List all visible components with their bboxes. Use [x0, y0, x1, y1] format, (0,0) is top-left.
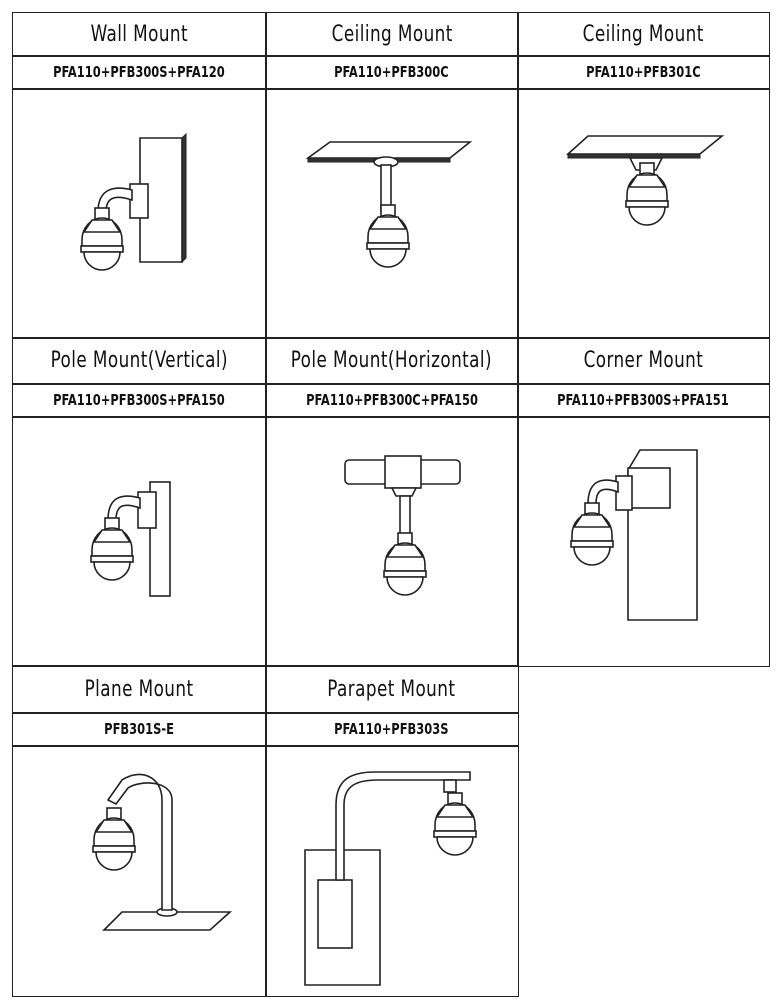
mount-model-cell-text: PFA110+PFB300C — [334, 63, 450, 82]
mount-title-cell-text: Parapet Mount — [327, 676, 456, 702]
mount-model-cell: PFA110+PFB300C — [265, 55, 519, 90]
mount-image-cell — [265, 745, 519, 997]
mount-title-cell: Corner Mount — [517, 337, 770, 385]
mount-image-cell — [12, 745, 267, 997]
mount-title-cell-text: Wall Mount — [90, 21, 188, 47]
corner-mount-illustration — [570, 449, 698, 621]
mount-model-cell-text: PFA110+PFB300S+PFA120 — [53, 63, 226, 82]
mount-model-cell: PFA110+PFB300C+PFA150 — [265, 383, 519, 418]
mount-model-cell-text: PFA110+PFB300S+PFA150 — [53, 391, 226, 410]
parapet-mount-illustration — [304, 771, 477, 986]
mount-model-cell: PFB301S-E — [12, 712, 267, 747]
mount-image-cell — [517, 416, 770, 667]
mount-title-cell-text: Corner Mount — [583, 348, 704, 374]
mount-image-cell — [12, 416, 267, 667]
mount-title-cell-text: Pole Mount(Vertical) — [50, 348, 228, 374]
mount-title-cell: Ceiling Mount — [265, 12, 519, 57]
mount-model-cell-text: PFA110+PFB301C — [585, 63, 701, 82]
mount-image-cell — [517, 88, 770, 339]
ceiling-mount-flush-illustration — [565, 135, 725, 226]
mount-image-cell — [12, 88, 267, 339]
mount-title-cell: Pole Mount(Horizontal) — [265, 337, 519, 385]
mount-title-cell-text: Ceiling Mount — [331, 21, 453, 47]
wall-mount-illustration — [80, 132, 187, 271]
mount-title-cell: Ceiling Mount — [517, 12, 770, 57]
mount-title-cell: Pole Mount(Vertical) — [12, 337, 267, 385]
mount-title-cell: Wall Mount — [12, 12, 267, 57]
plane-mount-illustration — [92, 773, 233, 931]
mount-title-cell-text: Pole Mount(Horizontal) — [291, 348, 493, 374]
mount-image-cell — [265, 416, 519, 667]
pole-mount-vertical-illustration — [90, 481, 171, 597]
mount-model-cell: PFA110+PFB300S+PFA120 — [12, 55, 267, 90]
ceiling-mount-pendant-illustration — [305, 141, 473, 268]
pole-mount-horizontal-illustration — [344, 455, 461, 596]
mount-title-cell: Plane Mount — [12, 665, 267, 714]
mount-model-cell-text: PFB301S-E — [104, 720, 175, 739]
mount-title-cell-text: Ceiling Mount — [582, 21, 704, 47]
mount-model-cell: PFA110+PFB301C — [517, 55, 770, 90]
mount-image-cell — [265, 88, 519, 339]
mount-model-cell-text: PFA110+PFB300S+PFA151 — [557, 391, 730, 410]
mount-model-cell-text: PFA110+PFB300C+PFA150 — [305, 391, 478, 410]
mount-model-cell: PFA110+PFB303S — [265, 712, 519, 747]
mount-model-cell: PFA110+PFB300S+PFA150 — [12, 383, 267, 418]
mount-model-cell: PFA110+PFB300S+PFA151 — [517, 383, 770, 418]
mount-title-cell-text: Plane Mount — [84, 676, 194, 702]
mount-title-cell: Parapet Mount — [265, 665, 519, 714]
mount-model-cell-text: PFA110+PFB303S — [334, 720, 449, 739]
